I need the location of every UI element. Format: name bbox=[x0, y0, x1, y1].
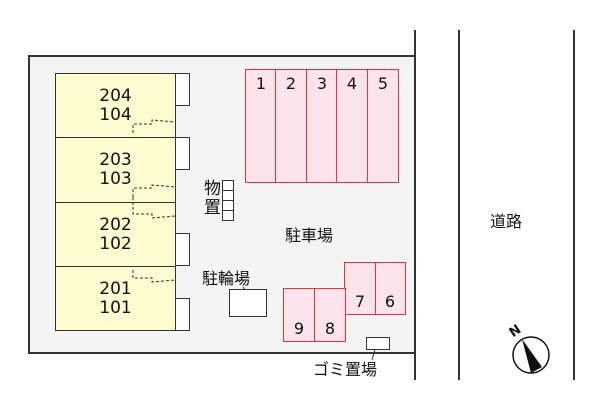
north-compass-icon bbox=[512, 336, 550, 374]
road-label: 道路 bbox=[490, 212, 523, 231]
unit-number: 202 bbox=[99, 214, 132, 235]
bicycle-parking-label: 駐輪場 bbox=[202, 269, 251, 288]
unit-number: 204 bbox=[99, 85, 132, 106]
storage-box bbox=[222, 210, 234, 221]
parking-number: 7 bbox=[354, 292, 366, 311]
parking-space-9: 9 bbox=[283, 288, 315, 342]
storage-label-char: 物 bbox=[204, 179, 221, 199]
parking-space-8: 8 bbox=[314, 288, 346, 342]
parking-number: 6 bbox=[384, 292, 396, 311]
parking-number: 2 bbox=[285, 74, 297, 93]
bicycle-parking-area bbox=[229, 289, 267, 317]
garbage-area bbox=[366, 337, 390, 350]
road-edge-line bbox=[458, 30, 460, 380]
garbage-area-label: ゴミ置場 bbox=[313, 360, 378, 379]
unit-number: 201 bbox=[99, 278, 132, 299]
road-edge-line bbox=[414, 30, 416, 380]
storage-label: 物置 bbox=[204, 180, 221, 218]
parking-space-4: 4 bbox=[336, 69, 368, 183]
entrance-box bbox=[175, 73, 190, 106]
parking-number: 9 bbox=[293, 319, 305, 338]
road-edge-line bbox=[573, 30, 575, 380]
unit-number: 101 bbox=[99, 297, 132, 318]
unit-number: 203 bbox=[99, 150, 132, 170]
unit-number: 104 bbox=[99, 104, 132, 125]
parking-number: 3 bbox=[316, 74, 328, 93]
parking-space-6: 6 bbox=[374, 262, 406, 315]
entrance-box bbox=[175, 298, 190, 331]
parking-space-5: 5 bbox=[367, 69, 399, 183]
unit-number: 103 bbox=[99, 169, 132, 189]
parking-number: 1 bbox=[255, 74, 267, 93]
parking-space-3: 3 bbox=[306, 69, 338, 183]
parking-lot-label: 駐車場 bbox=[285, 226, 334, 245]
entrance-box bbox=[175, 137, 190, 170]
parking-space-2: 2 bbox=[275, 69, 307, 183]
parking-number: 4 bbox=[346, 74, 358, 93]
unit-number: 102 bbox=[99, 233, 132, 254]
parking-space-7: 7 bbox=[344, 262, 376, 315]
storage-label-char: 置 bbox=[204, 198, 221, 218]
parking-number: 5 bbox=[377, 74, 389, 93]
parking-number: 8 bbox=[324, 319, 336, 338]
entrance-box bbox=[175, 233, 190, 266]
parking-space-1: 1 bbox=[245, 69, 277, 183]
